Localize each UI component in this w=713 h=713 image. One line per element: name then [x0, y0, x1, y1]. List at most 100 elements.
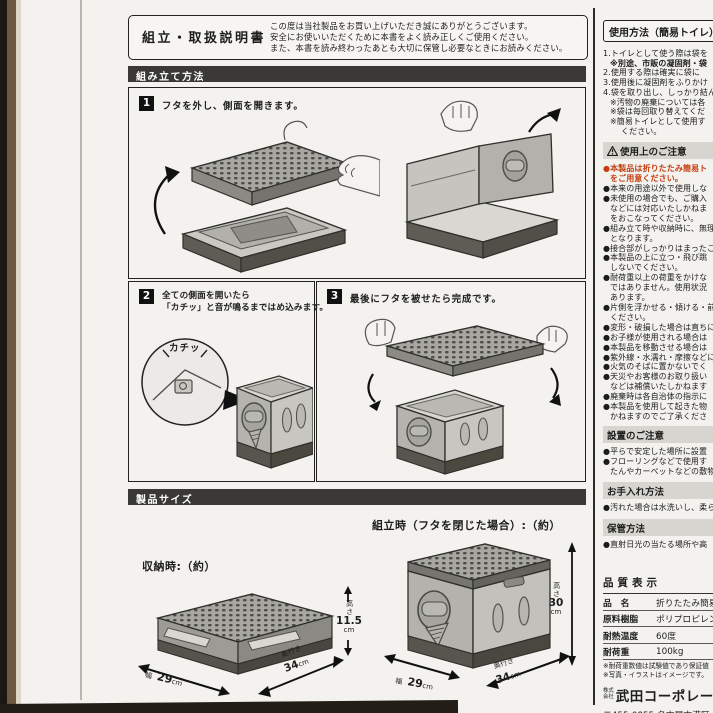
quality-note: ※写真・イラストはイメージです。 [603, 671, 708, 680]
step2-latch-illustration [133, 326, 313, 478]
caution-line: しないでください。 [610, 263, 683, 273]
caution-list: ●本製品は折りたたみ簡易ト をご用意ください。 ●本来の用途以外で使用しな ●未… [603, 164, 713, 422]
usage-line: ※別途、市販の凝固剤・袋 [610, 58, 707, 68]
caution-line: をご用意ください。 [610, 174, 683, 184]
caution-line: ●本来の用途以外で使用しな [603, 184, 708, 194]
company-address: 〒455-0855 名古屋市港区 [603, 708, 713, 713]
intro-text: この度は当社製品をお買い上げいただき誠にありがとうございます。 安全にお使いいた… [270, 21, 582, 53]
caution-line: あります。 [610, 293, 650, 303]
usage-line: ※袋は毎回取り替えてくだ [610, 107, 706, 117]
quality-note: ※耐荷重数値は試験値であり保証値 [603, 662, 709, 671]
caution-line: などは補償いたしかねます [610, 382, 708, 392]
caution-line: ●天災やお客様のお取り扱い [603, 372, 708, 382]
quality-row: 原料樹脂 ポリプロピレン [603, 611, 713, 628]
company-prefix: 株式 会社 [603, 687, 614, 700]
caution-line: ●片側を浮かせる・傾ける・前 [603, 303, 713, 313]
setup-caution-header: 設置のご注意 [603, 425, 713, 443]
step3-panel: 3 最後にフタを被せたら完成です。 [316, 281, 586, 482]
step2-panel: 2 全ての側面を開いたら 「カチッ」と音が鳴るまではめ込みます。 [128, 281, 328, 482]
company-name: 武田コーポレー [615, 688, 713, 705]
step2-text: 全ての側面を開いたら 「カチッ」と音が鳴るまではめ込みます。 [162, 291, 329, 313]
caution-line: ●接合部がしっかりはまったこ [603, 243, 713, 253]
caution-line: ●組み立て時や収納時に、無理 [603, 223, 713, 233]
setup-list: ●平らで安定した場所に設置 ●フローリングなどで使用す たんやカーペットなどの敷… [603, 447, 713, 477]
caution-line: ●紫外線・水濡れ・摩擦などに [603, 352, 713, 362]
usage-line: 2.使用する際は確実に袋に [603, 68, 700, 78]
intro-line: また、本書を読み終わったあとも大切に保管し必要なときにお読みください。 [270, 42, 568, 53]
stored-box-illustration [130, 578, 358, 708]
caution-line: ●耐荷重以上の荷重をかけな [603, 273, 708, 283]
click-sound-bubble: カチッ [169, 343, 201, 354]
usage-method-header: 使用方法（簡易トイレ） [603, 20, 713, 42]
setup-line: ●フローリングなどで使用す [603, 456, 708, 466]
photo-page-edge [16, 0, 21, 713]
intro-line: この度は当社製品をお買い上げいただき誠にありがとうございます。 [270, 21, 533, 31]
caution-line: ●廃棄時は各自治体の指示に [603, 392, 708, 402]
step1-lid-off-illustration [135, 116, 380, 274]
caution-line: ●お子様が使用される場合は [603, 332, 708, 342]
caution-line: ●変形・破損した場合は直ちに [603, 322, 713, 332]
quality-table-title: 品質表示 [603, 575, 713, 595]
right-column: 使用方法（簡易トイレ） 1.トイレとして使う際は袋を ※別途、市販の凝固剤・袋 … [603, 20, 713, 713]
column-divider [593, 8, 595, 705]
company-block: 株式 会社 武田コーポレー [603, 685, 713, 705]
care-line: ●汚れた場合は水洗いし、柔ら [603, 502, 713, 512]
step2-number-badge: 2 [139, 289, 154, 304]
assembly-section-header: 組み立て方法 [128, 66, 586, 83]
caution-line: をおこなってください。 [610, 213, 699, 223]
assembled-height-dimension: 高さ 30 cm [548, 582, 564, 617]
setup-line: ●平らで安定した場所に設置 [603, 446, 708, 456]
quality-row-value: 折りたたみ簡易 [656, 598, 713, 609]
caution-line: ●本製品を移動させる場合は [603, 342, 708, 352]
care-list: ●汚れた場合は水洗いし、柔ら [603, 503, 713, 513]
caution-line: ●本製品は折りたたみ簡易ト [603, 164, 708, 174]
step3-text: 最後にフタを被せたら完成です。 [350, 294, 502, 305]
step1-text: フタを外し、側面を開きます。 [162, 101, 304, 112]
caution-line: などには対応いたしかねま [610, 203, 708, 213]
quality-row-value: ポリプロピレン [656, 615, 713, 626]
step3-lid-on-illustration [325, 310, 577, 478]
storage-list: ●直射日光の当たる場所や高 [603, 540, 713, 550]
quality-row-value: 60度 [656, 631, 676, 642]
care-method-header: お手入れ方法 [603, 481, 713, 499]
usage-line: 3.使用後に凝固剤をふりかけ [603, 78, 709, 88]
storage-method-header: 保管方法 [603, 518, 713, 536]
caution-line: となります。 [610, 233, 658, 243]
quality-row: 品 名 折りたたみ簡易 [603, 594, 713, 611]
storage-line: ●直射日光の当たる場所や高 [603, 539, 708, 549]
usage-list: 1.トイレとして使う際は袋を ※別途、市販の凝固剤・袋 2.使用する際は確実に袋… [603, 49, 713, 136]
usage-line: ※汚物の廃棄については各 [610, 97, 706, 107]
usage-caution-header: 使用上のご注意 [603, 142, 713, 160]
quality-row-value: 100kg [656, 646, 684, 657]
intro-line: 安全にお使いいただくために本書をよく読み正しくご使用ください。 [270, 31, 534, 42]
usage-line: ※簡易トイレとして使用す [610, 116, 706, 126]
quality-row: 耐熱温度 60度 [603, 627, 713, 644]
caution-line: ●本製品の上に立つ・飛び跳 [603, 253, 708, 263]
warning-icon [607, 146, 618, 157]
stored-size-label: 収納時:（約） [142, 560, 216, 573]
quality-row-label: 原料樹脂 [603, 615, 639, 626]
caution-line: ●火気のそばに置かないでく [603, 362, 708, 372]
step1-number-badge: 1 [139, 96, 154, 111]
quality-row: 耐荷重 100kg [603, 644, 713, 661]
step1-open-side-illustration [381, 94, 583, 274]
title-box: 組立・取扱説明書 この度は当社製品をお買い上げいただき誠にありがとうございます。… [128, 15, 588, 60]
assembled-size-label: 組立時（フタを閉じた場合）:（約） [372, 519, 561, 532]
usage-line: ください。 [621, 126, 662, 136]
setup-line: たんやカーペットなどの敷物 [610, 466, 713, 476]
step1-panel: 1 フタを外し、側面を開きます。 [128, 87, 586, 279]
quality-row-label: 耐熱温度 [603, 631, 639, 642]
stored-height-dimension: 高さ 11.5 cm [336, 600, 362, 635]
photo-edge-dark [0, 0, 7, 713]
document-title: 組立・取扱説明書 [142, 31, 267, 46]
usage-line: 1.トイレとして使う際は袋を [603, 49, 708, 58]
usage-line: 4.袋を取り出し、しっかり結ん [603, 87, 713, 97]
quality-row-label: 耐荷重 [603, 648, 630, 659]
step3-number-badge: 3 [327, 289, 342, 304]
caution-line: ではありません。使用状況 [610, 283, 707, 293]
photo-fold-shadow [80, 0, 82, 700]
quality-row-label: 品 名 [603, 598, 630, 609]
photo-edge-cardboard [7, 0, 16, 713]
caution-line: かねますのでご了承くださ [610, 411, 708, 421]
